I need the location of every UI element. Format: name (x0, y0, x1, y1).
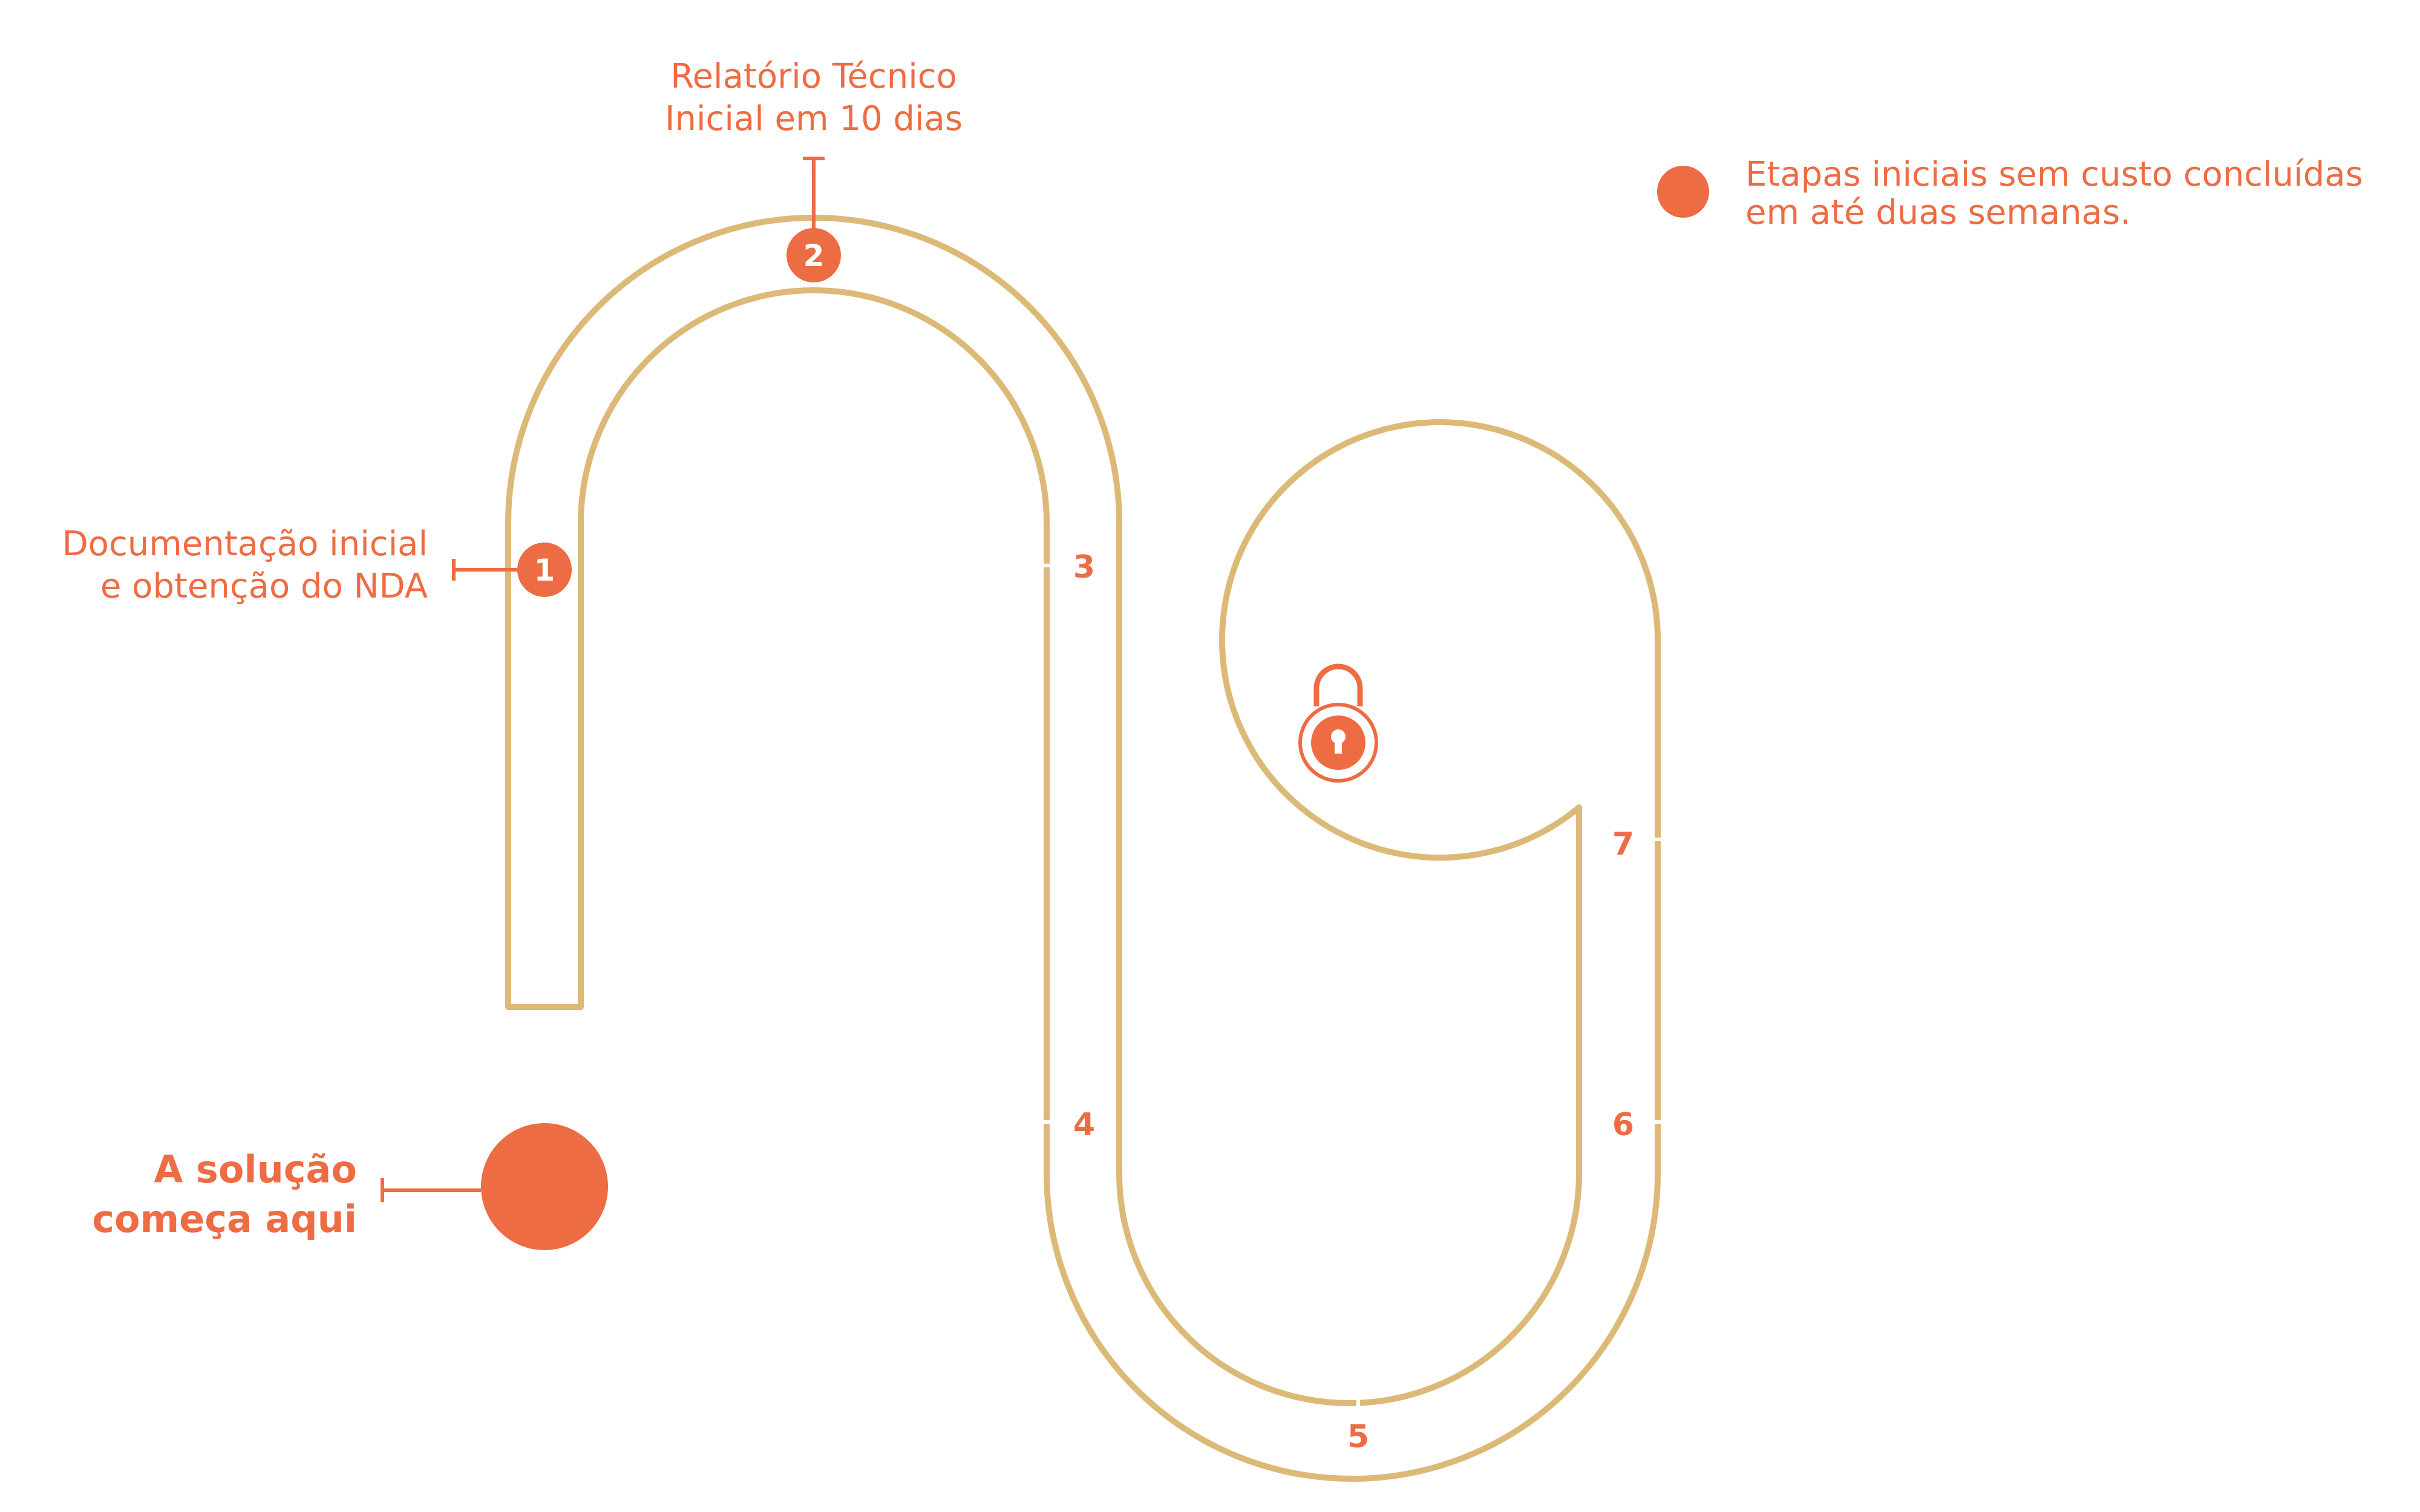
padlock-shackle (1313, 663, 1363, 706)
step-2-dot (786, 228, 841, 282)
step-6-number: 6 (1612, 1107, 1634, 1143)
start-dot (481, 1123, 608, 1250)
step-2-label-line1: Relatório Técnico (670, 57, 957, 96)
step-1-number: 1 (534, 553, 555, 588)
legend-dot (1657, 166, 1709, 218)
padlock-icon (1298, 663, 1378, 783)
step-1-label-line1: Documentação inicial (62, 524, 428, 564)
step-1: 1 Documentação inicial e obtenção do NDA (62, 524, 572, 606)
route-track-outer (505, 215, 1661, 1482)
step-4-number: 4 (1073, 1107, 1095, 1143)
step-3-number: 3 (1073, 549, 1095, 585)
legend: Etapas iniciais sem custo concluídas em … (1657, 155, 2363, 232)
step-7-number: 7 (1612, 826, 1634, 862)
padlock-body (1298, 703, 1378, 783)
start-point: A solução começa aqui (92, 1123, 608, 1250)
step-2: 2 Relatório Técnico Inicial em 10 dias (665, 57, 963, 282)
step-1-dot (517, 543, 572, 597)
legend-text-line2: em até duas semanas. (1745, 193, 2131, 232)
legend-text-line1: Etapas iniciais sem custo concluídas (1745, 155, 2363, 194)
route-ticks (1041, 564, 1665, 1409)
start-label-line1: A solução (154, 1147, 357, 1191)
route-track (505, 215, 1661, 1482)
start-label-line2: começa aqui (92, 1197, 357, 1241)
step-1-label-line2: e obtenção do NDA (100, 567, 428, 606)
step-2-number: 2 (803, 238, 825, 273)
step-2-label-line2: Inicial em 10 dias (665, 99, 963, 138)
padlock-keyhole-slot (1335, 738, 1342, 754)
step-5-number: 5 (1347, 1419, 1369, 1455)
